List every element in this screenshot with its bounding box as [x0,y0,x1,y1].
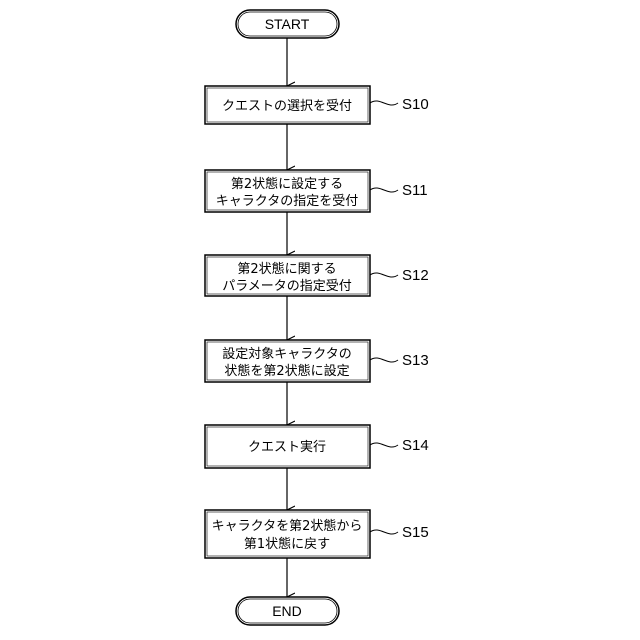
step-s10-text: クエストの選択を受付 [222,99,352,114]
step-s12-text-line1: 第2状態に関する [237,261,336,277]
step-s14-text: クエスト実行 [248,439,326,455]
step-s14: クエスト実行 S14 [205,425,429,468]
start-label: START [265,16,310,32]
step-s13: 設定対象キャラクタの 状態を第2状態に設定 S13 [205,340,429,382]
step-s13-label: S13 [402,352,429,369]
step-s11-leader [370,188,398,192]
step-s11-text-line2: キャラクタの指定を受付 [216,194,358,209]
step-s11-text-line1: 第2状態に設定する [231,176,343,192]
end-terminal: END [236,597,339,625]
step-s15: キャラクタを第2状態から 第1状態に戻す S15 [205,510,429,558]
step-s13-text-line1: 設定対象キャラクタの [222,346,351,362]
step-s14-leader [370,443,398,447]
step-s15-label: S15 [402,524,429,541]
step-s15-text-line1: キャラクタを第2状態から [212,518,363,534]
step-s15-text-line2: 第1状態に戻す [244,536,330,552]
step-s12-leader [370,273,398,277]
step-s13-text-line2: 状態を第2状態に設定 [224,363,349,379]
step-s10: クエストの選択を受付 S10 [205,86,429,124]
step-s12-text-line2: パラメータの指定受付 [222,279,352,294]
step-s12-label: S12 [402,267,429,284]
step-s10-leader [370,101,398,105]
step-s10-label: S10 [402,96,429,113]
start-terminal: START [236,10,339,38]
step-s11-label: S11 [402,182,428,199]
end-label: END [272,603,302,619]
step-s11: 第2状態に設定する キャラクタの指定を受付 S11 [205,170,428,212]
step-s14-label: S14 [402,437,429,454]
step-s15-leader [370,530,398,534]
step-s12: 第2状態に関する パラメータの指定受付 S12 [205,255,429,296]
step-s13-leader [370,358,398,362]
